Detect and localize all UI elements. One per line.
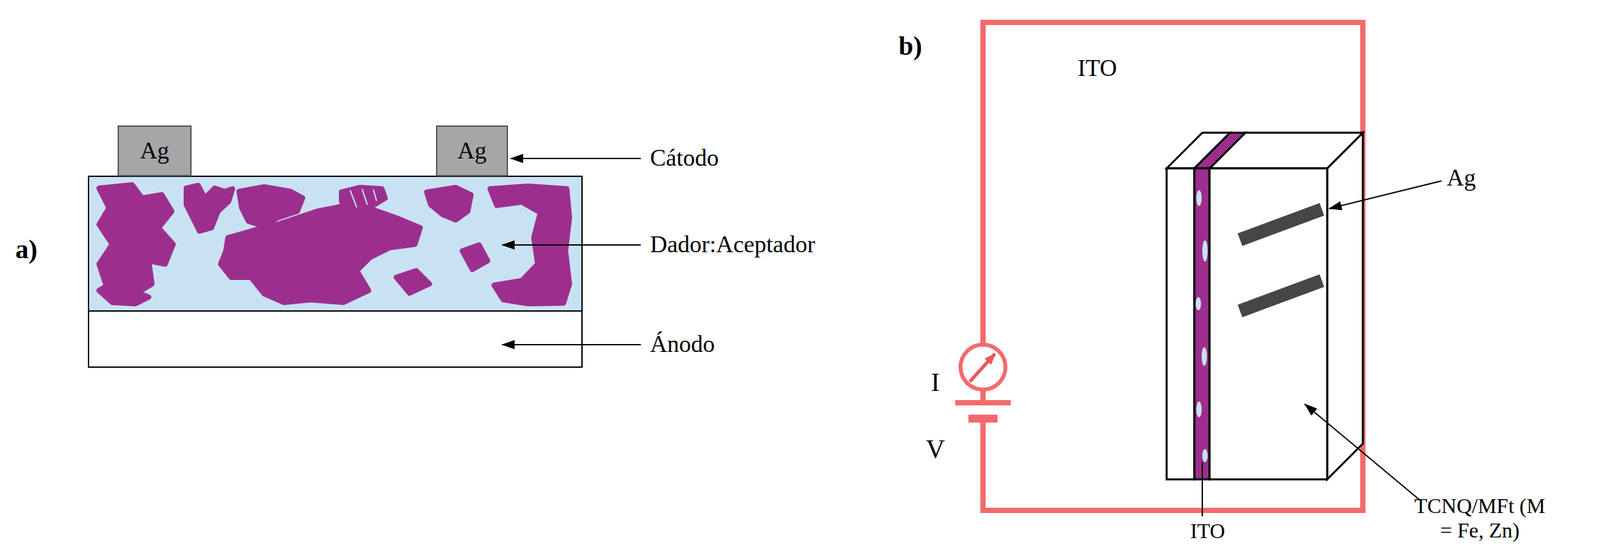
silver-stripes	[1239, 209, 1322, 312]
leader-arrows	[502, 158, 641, 345]
circuit-wire	[982, 22, 1363, 511]
part-name: Ag	[1446, 164, 1476, 192]
panel-letter: b)	[898, 31, 923, 62]
part-name: Cátodo	[650, 144, 719, 172]
signal-name: I	[930, 367, 940, 398]
active-layer	[88, 176, 582, 312]
part-name: Dador:Aceptador	[650, 231, 816, 259]
silver-electrode: Ag	[436, 125, 509, 177]
part-name: Ánodo	[650, 330, 715, 359]
active-layer-texture	[1195, 190, 1208, 463]
ammeter-needle	[969, 354, 995, 382]
part-name: ITO	[1077, 54, 1117, 82]
battery-plate	[955, 400, 1011, 406]
silver-electrode: Ag	[117, 125, 192, 177]
leader-lines	[1202, 181, 1442, 517]
donor-domains	[99, 184, 570, 304]
ammeter-symbol	[960, 344, 1006, 390]
signal-name: V	[926, 434, 946, 465]
part-name: TCNQ/MFt (M = Fe, Zn)	[1413, 494, 1546, 544]
electrode-label: Ag	[457, 137, 487, 165]
battery-plate	[968, 414, 998, 423]
panel-letter: a)	[15, 234, 37, 265]
part-name: ITO	[1190, 519, 1226, 544]
anode-layer	[88, 311, 582, 368]
hatch-lines	[350, 188, 377, 208]
electrode-label: Ag	[140, 137, 170, 165]
